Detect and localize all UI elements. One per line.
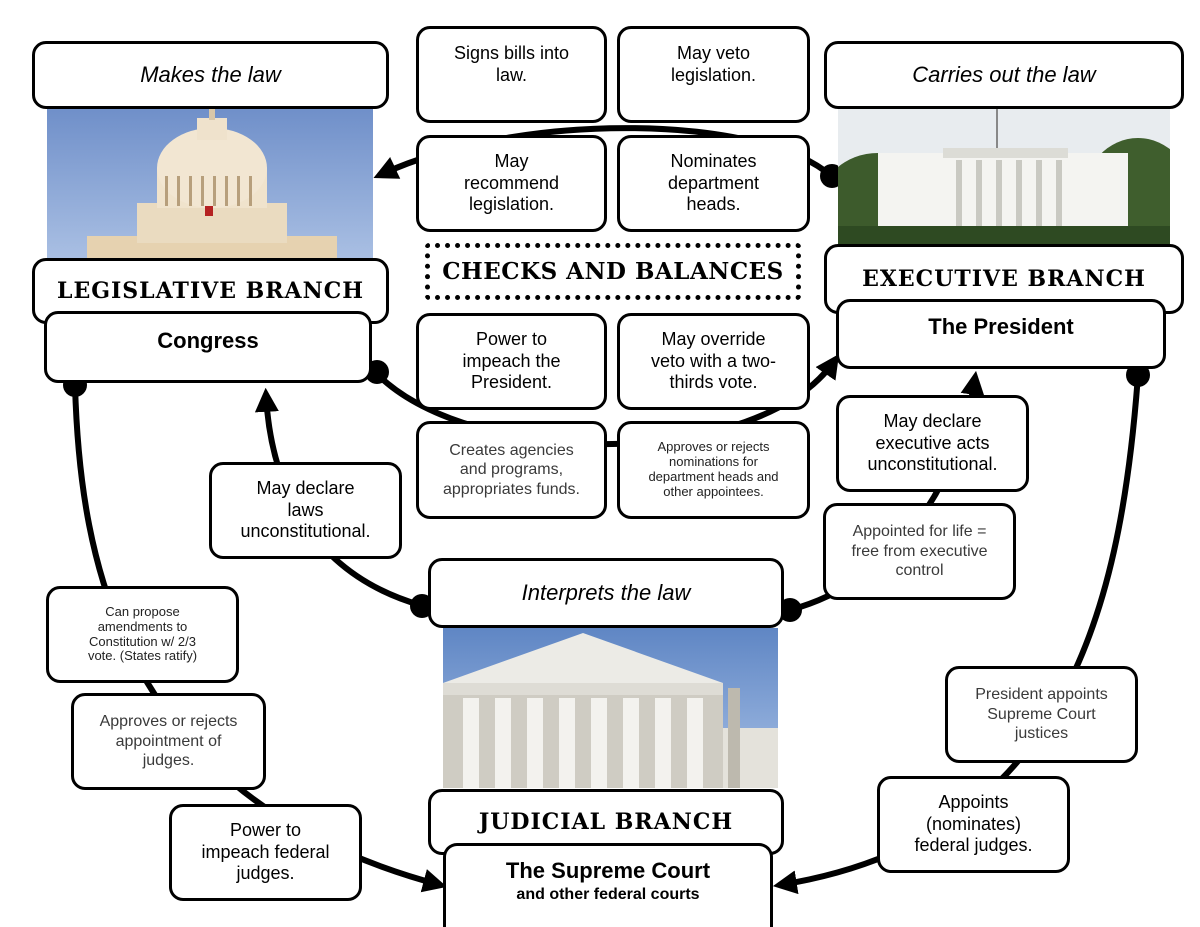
declare-laws-box: May declare laws unconstitutional. [209,462,402,559]
capitol-image [47,108,373,258]
appointed-for-life-box: Appointed for life = free from executive… [823,503,1016,600]
supreme-court-label: The Supreme Court [505,858,711,883]
supreme-court-image [443,628,778,788]
impeach-judges-box: Power to impeach federal judges. [169,804,362,901]
signs-bills-box: Signs bills into law. [416,26,607,123]
may-veto-box: May veto legislation. [617,26,810,123]
approves-judges-box: Approves or rejects appointment of judge… [71,693,266,790]
declare-exec-acts-box: May declare executive acts unconstitutio… [836,395,1029,492]
propose-amendments-box: Can propose amendments to Constitution w… [46,586,239,683]
recommend-legislation-box: May recommend legislation. [416,135,607,232]
judicial-role: Interprets the law [428,558,784,628]
supreme-court-box: The Supreme Court and other federal cour… [443,843,773,927]
checks-and-balances-title: CHECKS AND BALANCES [425,243,801,300]
legislative-role: Makes the law [32,41,389,109]
approves-nominations-box: Approves or rejects nominations for depa… [617,421,810,519]
dot-exec-right [1126,363,1150,387]
impeach-president-box: Power to impeach the President. [416,313,607,410]
nominates-heads-box: Nominates department heads. [617,135,810,232]
supreme-court-sublabel: and other federal courts [516,885,700,903]
executive-role: Carries out the law [824,41,1184,109]
dot-jud-right [778,598,802,622]
white-house-image [838,108,1170,245]
president-box: The President [836,299,1166,369]
president-appoints-justices-box: President appoints Supreme Court justice… [945,666,1138,763]
creates-agencies-box: Creates agencies and programs, appropria… [416,421,607,519]
congress-box: Congress [44,311,372,383]
override-veto-box: May override veto with a two- thirds vot… [617,313,810,410]
appoints-judges-box: Appoints (nominates) federal judges. [877,776,1070,873]
